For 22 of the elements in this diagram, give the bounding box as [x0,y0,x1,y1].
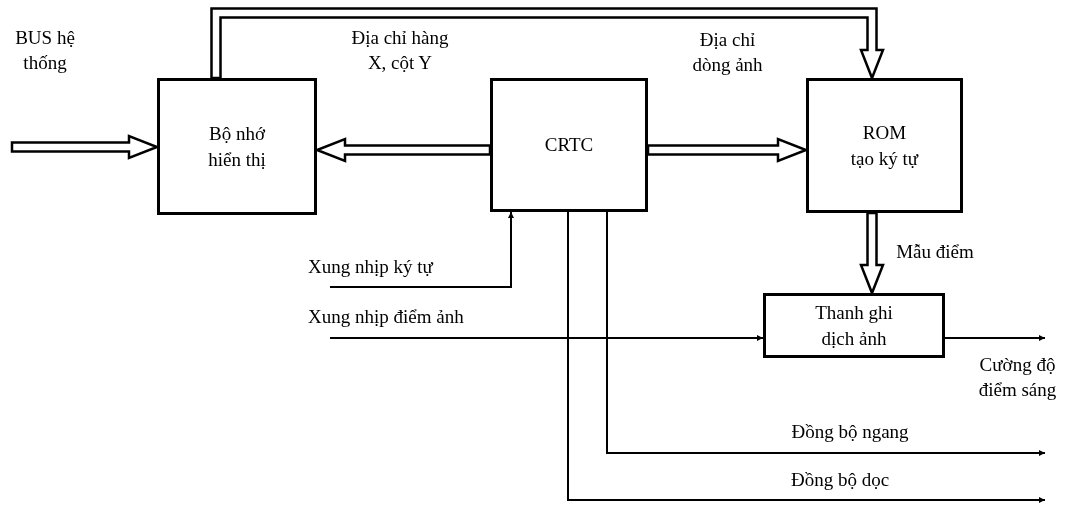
signal-arrow [606,211,1046,456]
edge-label: Đồng bộ dọc [789,468,891,492]
edge-label: Mẫu điểm [895,240,975,264]
signal-arrow [329,211,514,288]
edge-label: Xung nhịp ký tự [308,255,435,279]
signal-arrow [944,335,1046,341]
edge-label: Địa chỉ hàng X, cột Y [350,26,450,75]
block-label: ROM tạo ký tự [849,120,920,171]
block-box [806,78,963,213]
block-label: Bộ nhớ hiển thị [207,121,267,172]
edge-label: Đồng bộ ngang [790,420,910,444]
block-label: Thanh ghi dịch ảnh [814,300,894,351]
edge-label: Địa chỉ dòng ảnh [691,28,764,77]
signal-arrow [567,211,1046,503]
block-box [157,78,317,215]
edge-label: Xung nhịp điểm ảnh [308,305,465,329]
edge-label: BUS hệ thống [14,26,76,75]
block-label: CRTC [544,133,594,158]
block-box [763,293,945,358]
block-box [490,78,648,212]
signal-arrow [329,335,764,341]
edge-label: Cường độ điểm sáng [977,353,1058,402]
